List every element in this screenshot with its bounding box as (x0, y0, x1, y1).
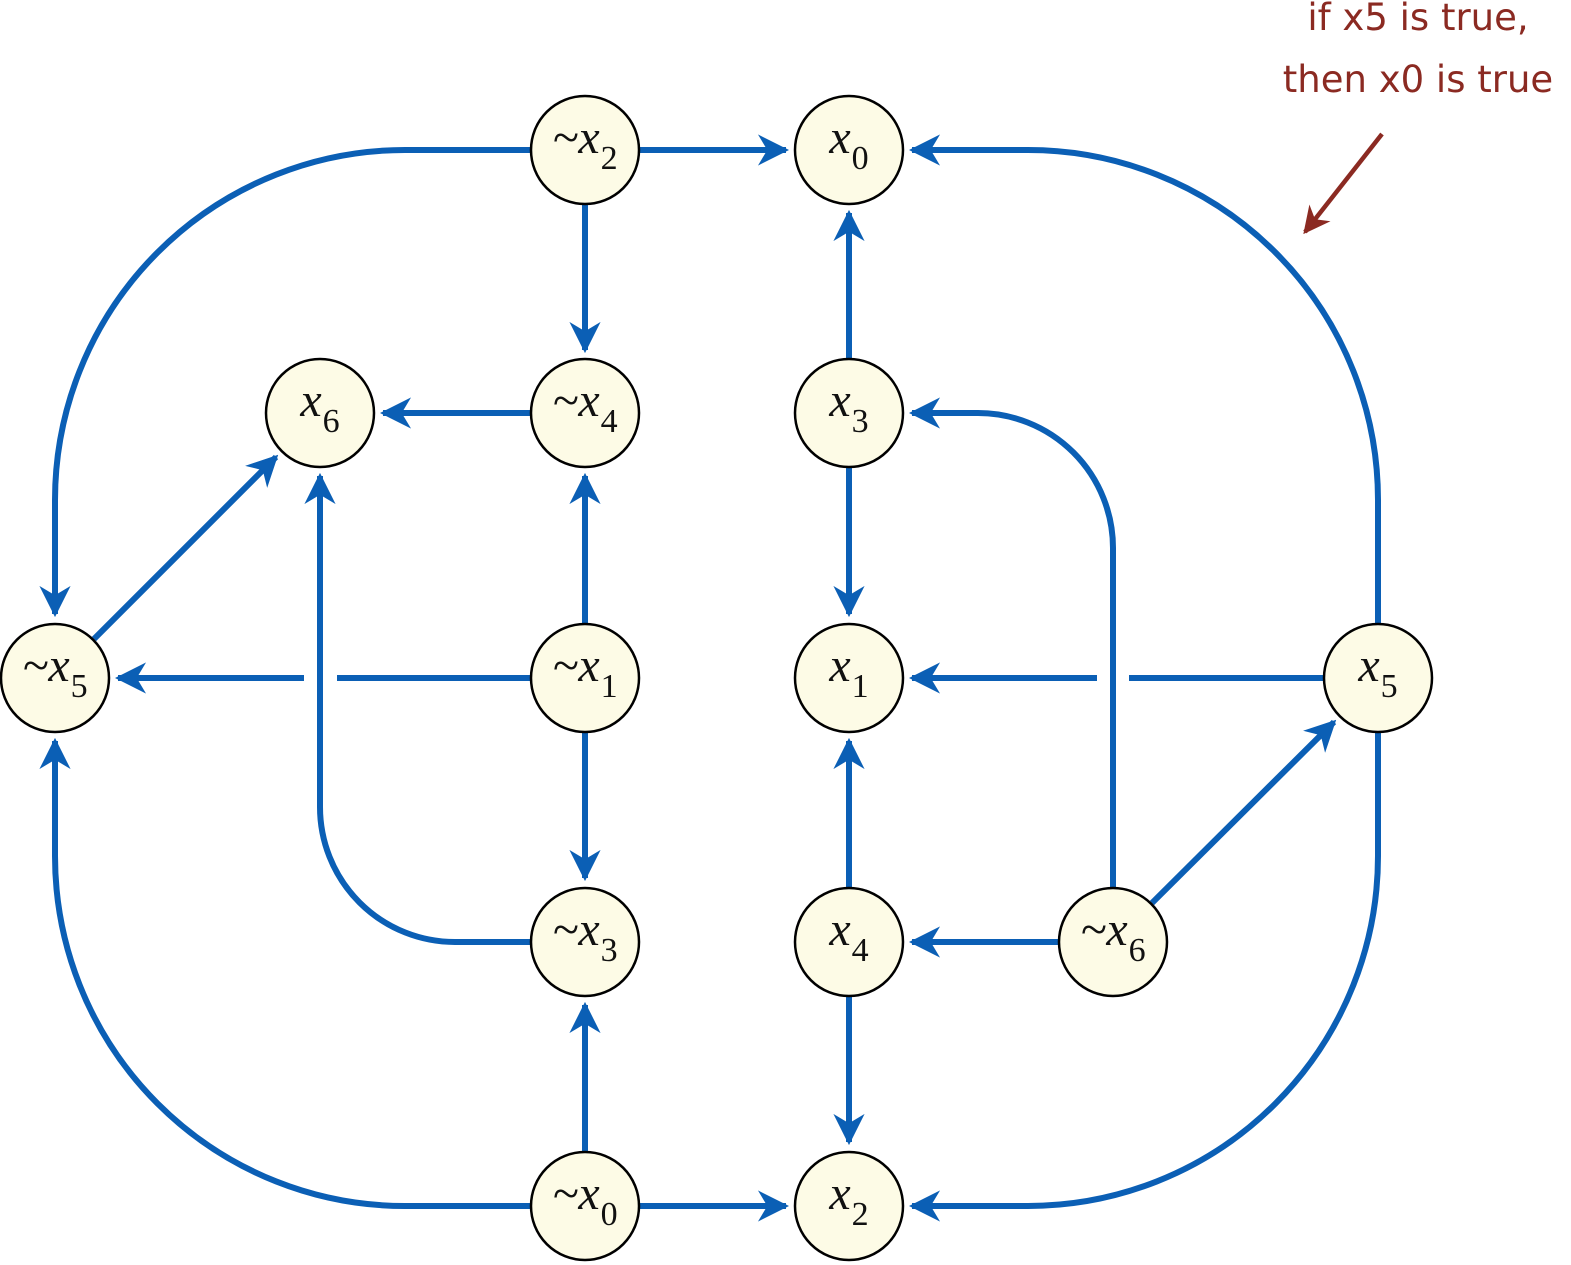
node-variable: x (828, 111, 850, 164)
node-label: ~x2 (552, 111, 617, 177)
node-x0: x0 (793, 94, 905, 206)
node-variable: x (828, 1167, 850, 1220)
node-nx4: ~x4 (529, 357, 641, 469)
node-x4: x4 (793, 886, 905, 998)
node-circle (1057, 886, 1169, 998)
node-variable: ~x (22, 639, 69, 692)
node-subscript: 1 (852, 668, 869, 705)
edge-x5-to-x2 (908, 733, 1381, 1222)
node-label: x3 (828, 374, 868, 440)
annotation-line-1: if x5 is true, (1307, 0, 1528, 39)
node-circle (529, 357, 641, 469)
edge-nx6-to-x3 (908, 397, 1116, 887)
edge-nx6-to-x5 (1149, 719, 1337, 906)
node-label: x4 (828, 903, 868, 969)
node-nx5: ~x5 (0, 622, 111, 734)
edge-nx3-to-x6 (304, 472, 530, 945)
node-circle (529, 1150, 641, 1262)
node-label: x2 (828, 1167, 868, 1233)
node-circle (793, 622, 905, 734)
node-label: ~x6 (1080, 903, 1145, 969)
node-variable: x (828, 903, 850, 956)
node-label: ~x4 (552, 374, 617, 440)
node-nx0: ~x0 (529, 1150, 641, 1262)
node-variable: x (299, 374, 321, 427)
node-subscript: 5 (71, 668, 88, 705)
node-subscript: 0 (601, 1196, 618, 1233)
node-label: ~x3 (552, 903, 617, 969)
node-nx6: ~x6 (1057, 886, 1169, 998)
node-x3: x3 (793, 357, 905, 469)
node-nx3: ~x3 (529, 886, 641, 998)
node-variable: ~x (552, 1167, 599, 1220)
annotation-arrow (1303, 132, 1384, 235)
node-subscript: 3 (601, 932, 618, 969)
node-label: ~x0 (552, 1167, 617, 1233)
edge-x5-to-x0 (908, 134, 1381, 623)
node-subscript: 6 (1129, 932, 1146, 969)
annotation: if x5 is true, then x0 is true (1283, 0, 1553, 235)
edge-nx5-to-x6 (91, 454, 279, 642)
edge-nx2-to-nx5 (39, 147, 530, 618)
node-circle (0, 622, 111, 734)
annotation-line-2: then x0 is true (1283, 58, 1553, 101)
node-subscript: 3 (852, 403, 869, 440)
node-nx2: ~x2 (529, 94, 641, 206)
node-subscript: 0 (852, 140, 869, 177)
edge-nx0-to-nx5 (39, 737, 530, 1209)
node-variable: x (1357, 639, 1379, 692)
node-label: x1 (828, 639, 868, 705)
node-variable: x (828, 374, 850, 427)
node-circle (529, 94, 641, 206)
node-variable: ~x (552, 903, 599, 956)
node-x1: x1 (793, 622, 905, 734)
node-variable: x (828, 639, 850, 692)
node-circle (793, 886, 905, 998)
node-subscript: 1 (601, 668, 618, 705)
node-variable: ~x (552, 374, 599, 427)
node-circle (529, 886, 641, 998)
node-subscript: 4 (852, 932, 869, 969)
node-variable: ~x (1080, 903, 1127, 956)
node-subscript: 2 (601, 140, 618, 177)
node-circle (793, 357, 905, 469)
node-subscript: 4 (601, 403, 618, 440)
node-label: x6 (299, 374, 339, 440)
node-x5: x5 (1322, 622, 1434, 734)
edge-layer (39, 134, 1381, 1222)
node-circle (793, 1150, 905, 1262)
node-nx1: ~x1 (529, 622, 641, 734)
node-x2: x2 (793, 1150, 905, 1262)
node-label: ~x1 (552, 639, 617, 705)
node-circle (529, 622, 641, 734)
node-label: x0 (828, 111, 868, 177)
node-variable: ~x (552, 639, 599, 692)
node-label: ~x5 (22, 639, 87, 705)
node-variable: ~x (552, 111, 599, 164)
node-circle (793, 94, 905, 206)
node-label: x5 (1357, 639, 1397, 705)
node-circle (264, 357, 376, 469)
node-x6: x6 (264, 357, 376, 469)
node-subscript: 6 (323, 403, 340, 440)
node-subscript: 5 (1381, 668, 1398, 705)
node-circle (1322, 622, 1434, 734)
node-subscript: 2 (852, 1196, 869, 1233)
